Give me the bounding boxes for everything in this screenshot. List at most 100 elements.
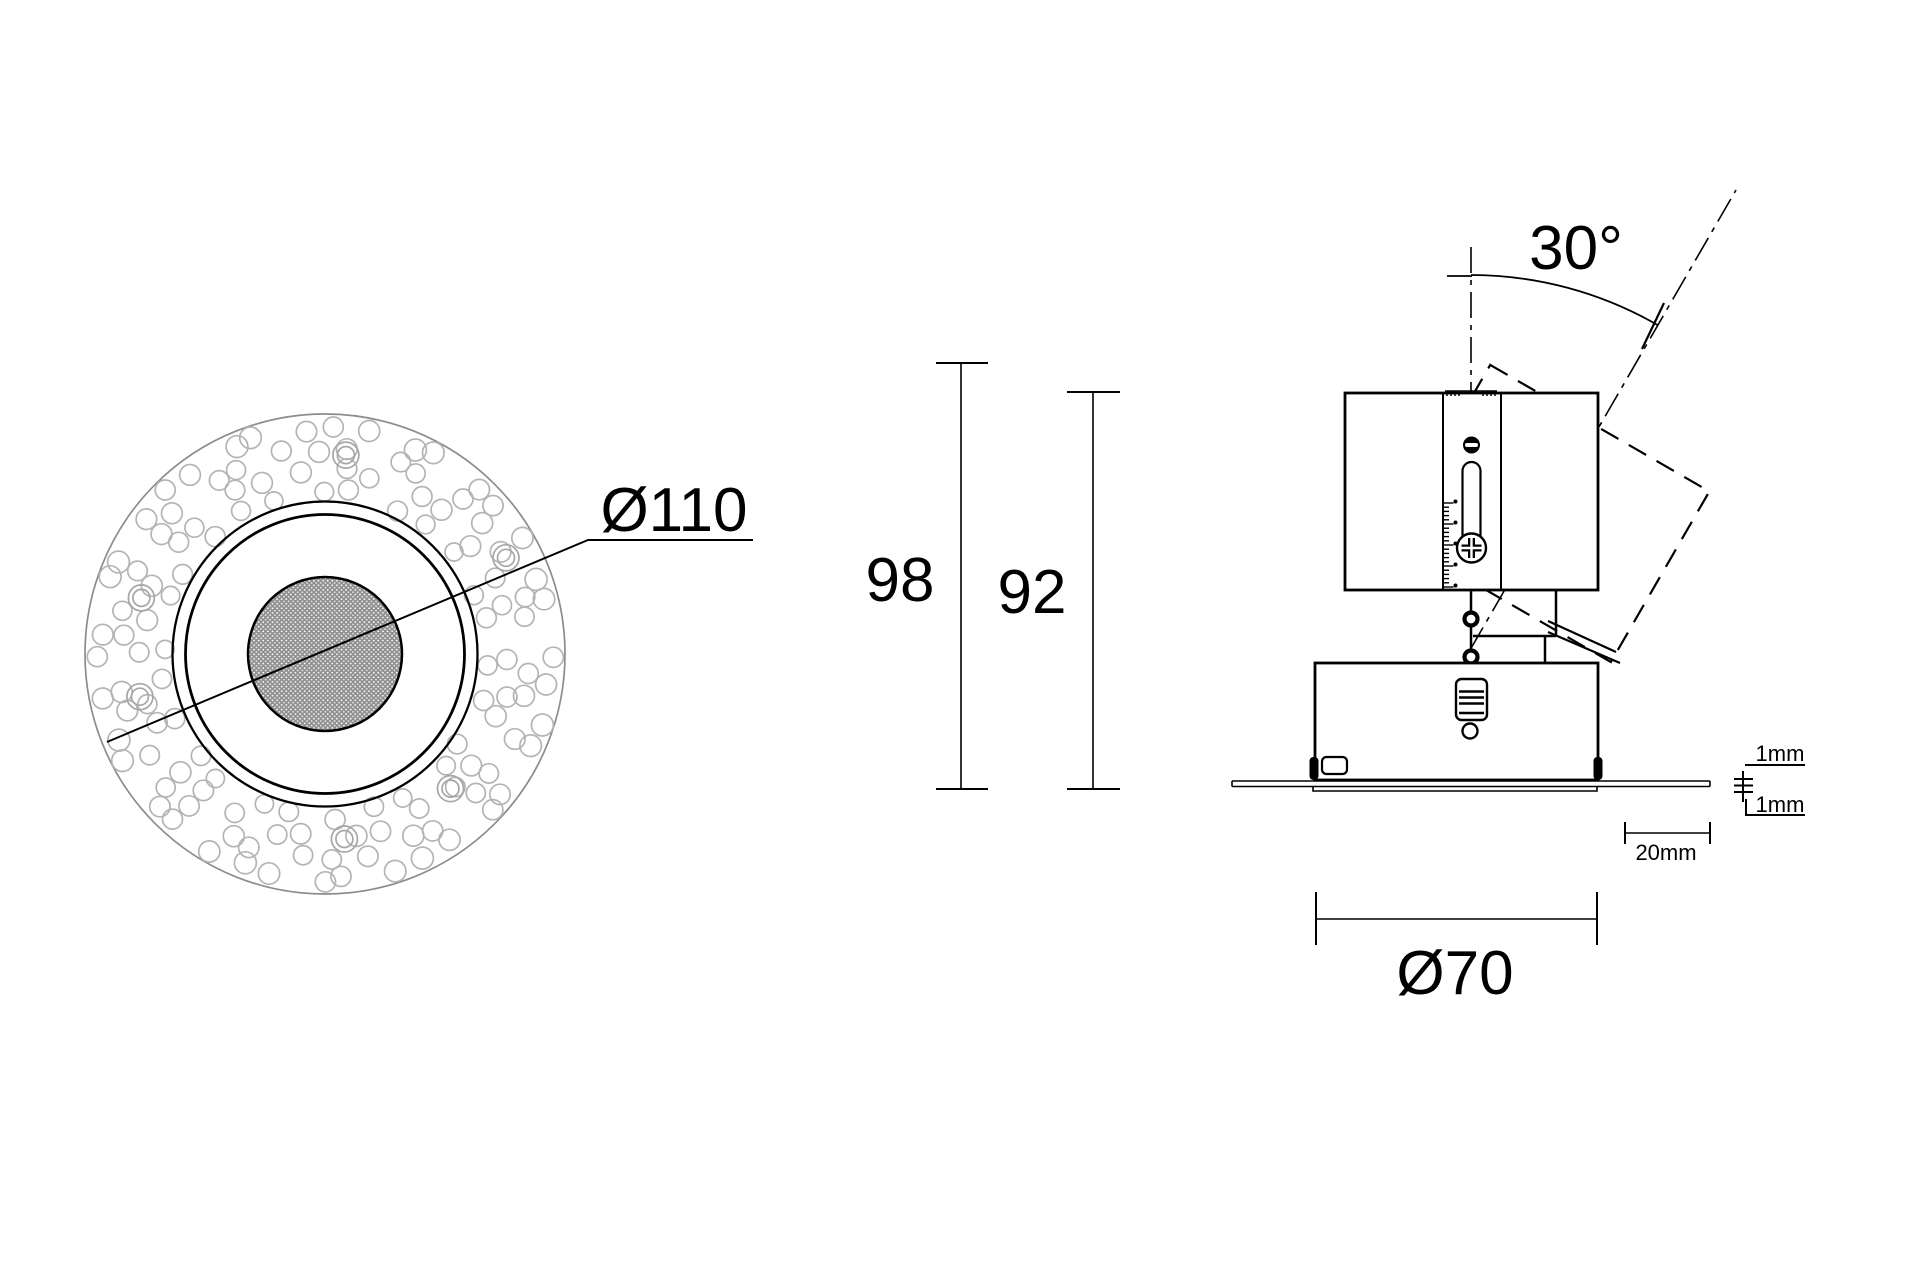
perforation-hole xyxy=(491,594,513,616)
perforation-hole xyxy=(401,824,425,848)
perforation-hole xyxy=(465,782,487,804)
perforation-hole xyxy=(512,684,536,708)
perforation-hole xyxy=(135,508,158,531)
perforation-hole xyxy=(517,662,540,685)
perforation-hole xyxy=(530,713,555,737)
perforation-hole xyxy=(470,511,494,535)
perforation-hole xyxy=(430,498,453,522)
gap-top-label: 1mm xyxy=(1756,741,1805,766)
perforation-hole xyxy=(205,768,226,789)
perforation-hole xyxy=(86,645,109,668)
tilt-scale-ruler xyxy=(1444,499,1458,588)
perforation-hole xyxy=(295,420,318,443)
perforation-hole xyxy=(390,451,412,473)
perforation-hole xyxy=(113,624,135,646)
perforation-hole xyxy=(154,479,177,501)
retention-spring-right xyxy=(1593,757,1603,780)
screw-hole-ring xyxy=(492,543,520,572)
angle-arc xyxy=(1470,274,1658,326)
perforation-hole xyxy=(161,808,184,830)
perforation-hole xyxy=(178,794,201,817)
perforation-hole xyxy=(112,600,133,622)
perforation-hole xyxy=(496,686,518,708)
perforation-hole xyxy=(345,824,368,848)
trim-ring-outer xyxy=(171,500,479,808)
perforation-hole xyxy=(107,728,131,752)
perforation-hole xyxy=(250,471,274,495)
tilt-angle-label: 30° xyxy=(1529,214,1623,283)
perforation-hole xyxy=(225,459,247,481)
perforation-hole xyxy=(136,609,159,632)
side-clearance-label: 20mm xyxy=(1635,840,1696,865)
pivot-screw-lower xyxy=(1462,648,1480,666)
perforation-hole xyxy=(460,754,483,777)
perforation-hole xyxy=(204,525,227,548)
perforation-hole xyxy=(178,463,202,487)
perforation-hole xyxy=(148,795,171,818)
perforation-hole xyxy=(238,426,263,450)
perforation-hole xyxy=(230,500,252,522)
perforation-hole xyxy=(110,749,135,773)
top-plate-hatch xyxy=(1445,390,1497,396)
driver-indicator-hole xyxy=(1461,722,1479,740)
diameter-leader-line xyxy=(106,539,753,743)
screw-hole-ring xyxy=(336,445,356,465)
perforation-hole xyxy=(139,744,161,766)
top-view: Ø110 xyxy=(84,413,753,895)
perforation-hole xyxy=(225,434,249,459)
trim-ring-inner xyxy=(184,513,466,795)
perforation-hole xyxy=(237,836,260,859)
ruler-major-dot xyxy=(1453,499,1458,504)
perforation-hole xyxy=(314,481,335,502)
perforation-hole xyxy=(524,567,548,592)
screw-hole-ring xyxy=(126,682,154,711)
perforation-hole xyxy=(519,734,543,758)
perforation-hole xyxy=(270,440,293,462)
perforation-hole xyxy=(363,796,385,818)
perforation-hole xyxy=(411,485,433,508)
perforation-hole xyxy=(496,648,518,671)
perforation-hole xyxy=(257,861,281,886)
dim-20mm xyxy=(1624,822,1711,844)
perforation-hole xyxy=(151,668,173,690)
perforation-hole xyxy=(307,440,331,464)
dim-92 xyxy=(1067,391,1120,790)
top-view-diameter-label: Ø110 xyxy=(600,476,747,545)
perforation-hole xyxy=(503,727,526,751)
perforation-hole xyxy=(475,607,498,629)
cutout-diameter-label: Ø70 xyxy=(1396,939,1513,1008)
overall-height-label: 98 xyxy=(866,546,935,615)
tilted-yoke-arm-upper xyxy=(1547,619,1617,654)
gap-symbol xyxy=(1734,771,1753,802)
pivot-screw-upper xyxy=(1462,610,1480,628)
perforation-hole xyxy=(233,850,258,875)
retention-spring-left xyxy=(1309,757,1319,780)
screw-hole-ring xyxy=(130,687,150,707)
perforation-hole xyxy=(140,574,164,598)
adjustment-dial-ridges xyxy=(1459,690,1484,715)
screw-hole-ring xyxy=(496,548,516,568)
perforation-hole xyxy=(146,711,169,734)
perforation-hole xyxy=(478,762,500,784)
perforation-hole xyxy=(472,689,495,712)
perforation-hole xyxy=(330,865,352,888)
perforation-hole xyxy=(408,798,430,819)
perforation-hole xyxy=(482,494,504,517)
perforation-hole xyxy=(224,802,246,824)
gap-bottom-label: 1mm xyxy=(1756,792,1805,817)
perforation-hole xyxy=(160,502,184,525)
perforation-hole xyxy=(266,824,288,846)
screw-holes xyxy=(126,441,520,853)
perforation-hole xyxy=(356,845,379,868)
perforation-hole xyxy=(192,779,215,802)
tilted-centerline xyxy=(1469,189,1737,651)
angle-arc-end-tick xyxy=(1641,302,1665,350)
perforation-hole xyxy=(421,441,445,465)
top-view-outer-ring xyxy=(84,413,566,895)
perforation-hole xyxy=(184,517,205,539)
perforation-hole xyxy=(510,526,534,550)
perforation-hole xyxy=(208,469,230,492)
perforation-hole xyxy=(358,467,380,489)
perforation-hole xyxy=(484,704,508,728)
perforation-hole xyxy=(403,438,428,462)
